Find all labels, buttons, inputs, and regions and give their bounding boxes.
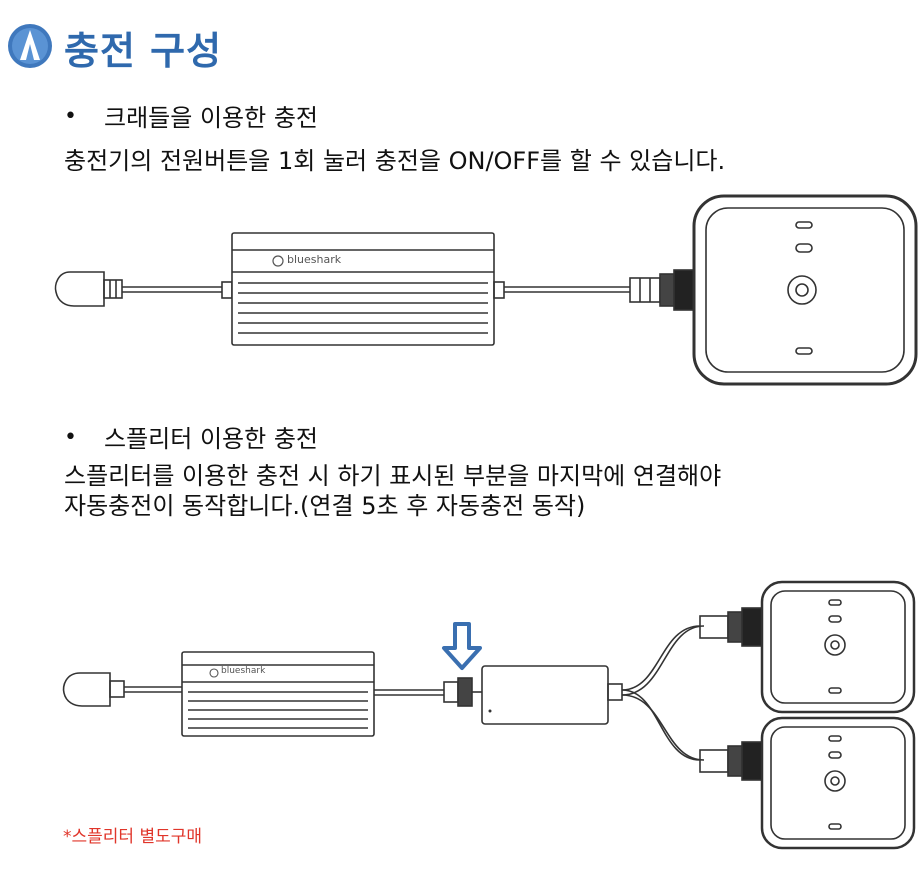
down-arrow-icon: [442, 622, 482, 670]
charger-brand-label-2: blueshark: [221, 666, 266, 676]
bullet-1: •: [64, 104, 77, 129]
bullet-2: •: [64, 425, 77, 450]
charger-brand-label-1: blueshark: [287, 253, 342, 266]
charger-logo-icon: [209, 668, 219, 678]
section-1-heading: 크래들을 이용한 충전: [104, 104, 318, 132]
section-2-description-line1: 스플리터를 이용한 충전 시 하기 표시된 부분을 마지막에 연결해야: [64, 462, 722, 490]
brand-logo-icon: [8, 24, 52, 68]
charger-logo-icon: [272, 255, 284, 267]
section-1-description: 충전기의 전원버튼을 1회 눌러 충전을 ON/OFF를 할 수 있습니다.: [64, 147, 726, 175]
page-title: 충전 구성: [64, 29, 223, 73]
splitter-purchase-note: *스플리터 별도구매: [63, 827, 203, 847]
section-2-heading: 스플리터 이용한 충전: [104, 425, 318, 453]
section-2-description-line2: 자동충전이 동작합니다.(연결 5초 후 자동충전 동작): [64, 492, 586, 520]
